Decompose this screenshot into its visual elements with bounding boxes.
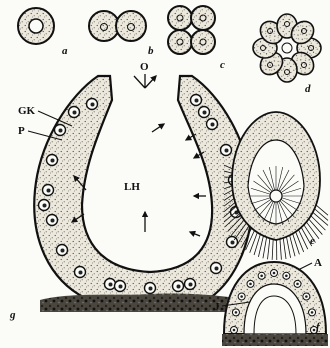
wall-cell-nucleus — [43, 204, 47, 208]
wall-cell-nucleus — [59, 129, 63, 133]
rosette-center — [282, 43, 292, 53]
dome-cell-nucleus — [240, 295, 243, 298]
wall-cell-nucleus — [79, 271, 83, 275]
a-upper-leader — [298, 263, 312, 270]
panel-a-single-cell — [18, 8, 54, 44]
panel-d-rosette — [253, 14, 321, 82]
cilium — [298, 228, 308, 249]
cilium — [295, 230, 304, 252]
wall-cell-nucleus — [189, 283, 193, 287]
panel-label-e: e — [310, 235, 315, 247]
wall-cell-nucleus — [51, 219, 55, 223]
wall-cell-nucleus — [73, 111, 77, 115]
wall-cell-nucleus — [211, 123, 215, 127]
a-upper-label: A — [314, 257, 322, 269]
wall-cell-nucleus — [195, 99, 199, 103]
wall-cell-nucleus — [61, 249, 65, 253]
opening-label: O — [140, 61, 149, 73]
cilium — [250, 231, 258, 253]
panel-g-cross-section — [34, 76, 252, 298]
j-label: J — [214, 301, 220, 313]
dome-cell-nucleus — [313, 329, 316, 332]
wall-cell-nucleus — [119, 285, 123, 289]
dome-cell-nucleus — [285, 274, 288, 277]
dome-cell-nucleus — [273, 272, 276, 275]
wall-cell-nucleus — [225, 149, 229, 153]
cilium — [263, 235, 267, 258]
wall-cell-nucleus — [51, 159, 55, 163]
wall-cell-nucleus — [215, 267, 219, 271]
panel-label-a: a — [62, 45, 68, 57]
p-label: P — [18, 125, 25, 137]
dome-cell-nucleus — [260, 274, 263, 277]
opening-arrows — [134, 74, 156, 88]
dome-cell-nucleus — [235, 311, 238, 314]
dome-cell-nucleus — [296, 283, 299, 286]
panel-c-four-cells — [168, 6, 215, 54]
wall-cell-nucleus — [149, 287, 153, 291]
panel-label-g: g — [9, 309, 16, 321]
panel-label-b: b — [148, 45, 154, 57]
dome-cell-nucleus — [249, 283, 252, 286]
gk-label: GK — [18, 105, 36, 117]
panel-label-d: d — [305, 83, 311, 95]
wall-cell-nucleus — [203, 111, 207, 115]
cilium — [315, 204, 328, 215]
dome-cell-nucleus — [233, 329, 236, 332]
wall-cell-nucleus — [231, 241, 235, 245]
panel-label-c: c — [220, 59, 225, 71]
cilium — [314, 208, 328, 220]
wall-cell-nucleus — [109, 283, 113, 287]
panel-b-two-cells — [89, 11, 146, 41]
wall-cell-nucleus — [47, 189, 51, 193]
dome-cell-nucleus — [311, 311, 314, 314]
lh-label: LH — [124, 181, 140, 193]
wall-cell-nucleus — [177, 285, 181, 289]
cilium — [292, 232, 299, 254]
dome-cell-nucleus — [305, 295, 308, 298]
wall-cell-nucleus — [91, 103, 95, 107]
